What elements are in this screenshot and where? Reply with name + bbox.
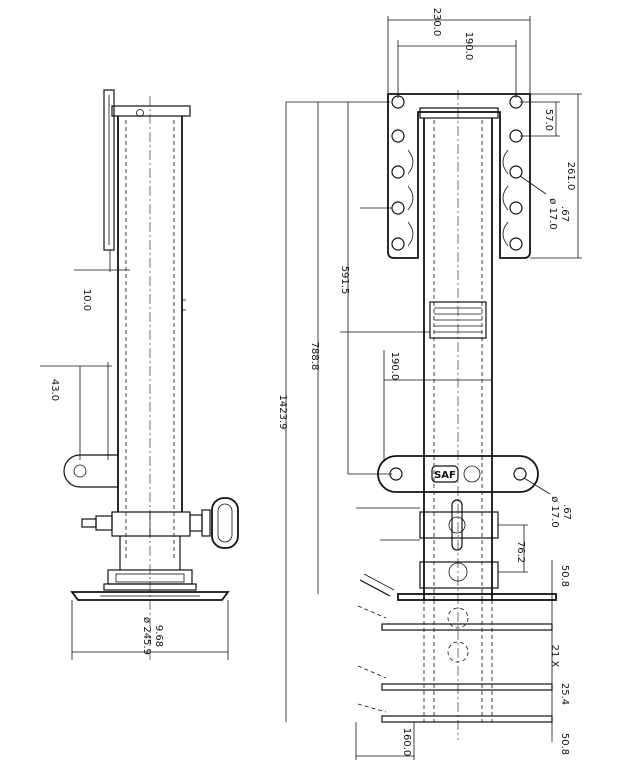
dim-front-160: 160.0 [401,728,412,757]
dim-front-190: 190.0 [463,32,474,61]
front-mount-plate [387,93,531,259]
dim-front-57: 57.0 [543,109,554,131]
dim-front-steps: 21 X [549,645,560,668]
front-bolt-holes-left [391,95,405,251]
dim-front-hole-dia-2: ø 17.0 [549,496,560,528]
front-collar [419,511,499,539]
dim-front-hole-dia-in: .67 [559,206,570,222]
front-handle [451,499,463,551]
front-nameplate [429,301,487,339]
dim-front-261: 261.0 [565,162,576,191]
side-foot-plate [70,591,230,601]
dim-front-230: 230.0 [431,8,442,37]
dim-front-50-bottom: 50.8 [559,733,570,755]
front-view: SAF 230.0 190.0 [277,8,582,760]
dim-side-foot-dia: ø 245.9 [141,617,152,655]
dim-front-788: 788.8 [309,342,320,371]
front-step-3 [381,715,553,723]
dim-front-591: 591.5 [339,266,350,295]
side-collar [111,511,191,537]
dim-front-76: 76.2 [515,541,526,563]
side-handle-ring [211,497,239,549]
side-top-hole [136,109,144,117]
dim-front-25: 25.4 [559,683,570,705]
front-step-2 [381,683,553,691]
side-view: 10.0 43.0 ø 245.9 9.68 [40,89,239,660]
side-top-cap [111,105,191,117]
side-lug [63,454,118,488]
front-lower-leg [419,561,499,589]
front-lower-flange [377,455,539,493]
dim-side-10: 10.0 [81,289,92,311]
dim-front-hole-dia-2-in: .67 [561,504,572,520]
dim-front-190-lower: 190.0 [389,352,400,381]
front-step-1 [381,623,553,631]
side-crank-stub [95,515,113,531]
dim-front-hole-dia: ø 17.0 [547,198,558,230]
dim-side-43: 43.0 [49,379,60,401]
front-foot-plate [397,593,557,601]
dim-front-1423: 1423.9 [277,395,288,430]
side-mount-plate [103,89,115,251]
front-brand-logo: SAF [434,470,456,481]
front-bolt-holes-right [509,95,523,251]
dim-side-foot-dia-in: 9.68 [153,625,164,647]
dim-front-50-top: 50.8 [559,565,570,587]
